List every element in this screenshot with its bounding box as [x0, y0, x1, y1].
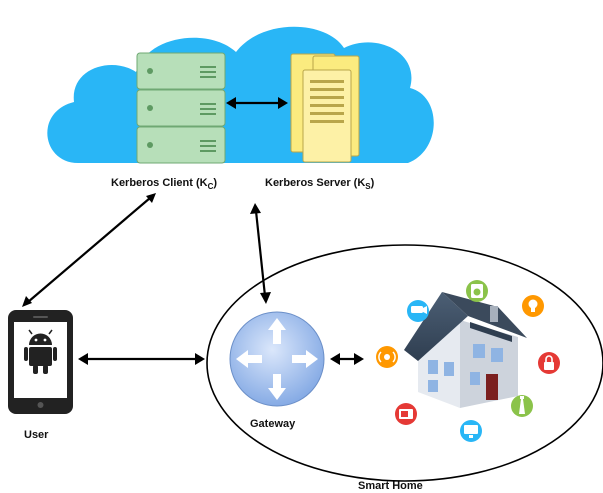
cloud [47, 26, 434, 164]
kerberos-client-label: Kerberos Client (KC) [111, 177, 217, 191]
kerberos-client-server-icon [136, 52, 226, 164]
smart-home-label: Smart Home [358, 480, 423, 492]
monitor-icon [460, 420, 482, 442]
security-camera-icon [407, 300, 429, 322]
arrow-gateway-home [330, 353, 364, 365]
smart-home-boundary [206, 244, 603, 482]
arrow-client-server [226, 97, 288, 109]
house-icon [404, 292, 527, 408]
connection-arrows [22, 97, 364, 365]
arrow-user-gateway [78, 353, 205, 365]
gateway-label: Gateway [250, 418, 296, 430]
kerberos-server-icon [290, 53, 360, 163]
user-label: User [24, 429, 49, 441]
gateway-router-icon [229, 311, 325, 407]
washing-machine-icon [466, 280, 488, 302]
light-bulb-icon [522, 295, 544, 317]
alarm-sensor-icon [376, 346, 398, 368]
arrow-user-client [22, 193, 156, 307]
lock-icon [538, 352, 560, 374]
lighthouse-icon [511, 395, 533, 417]
arrow-server-gateway [250, 203, 271, 304]
kerberos-server-label: Kerberos Server (KS) [265, 177, 375, 191]
android-phone-icon [8, 310, 73, 414]
microwave-icon [395, 403, 417, 425]
